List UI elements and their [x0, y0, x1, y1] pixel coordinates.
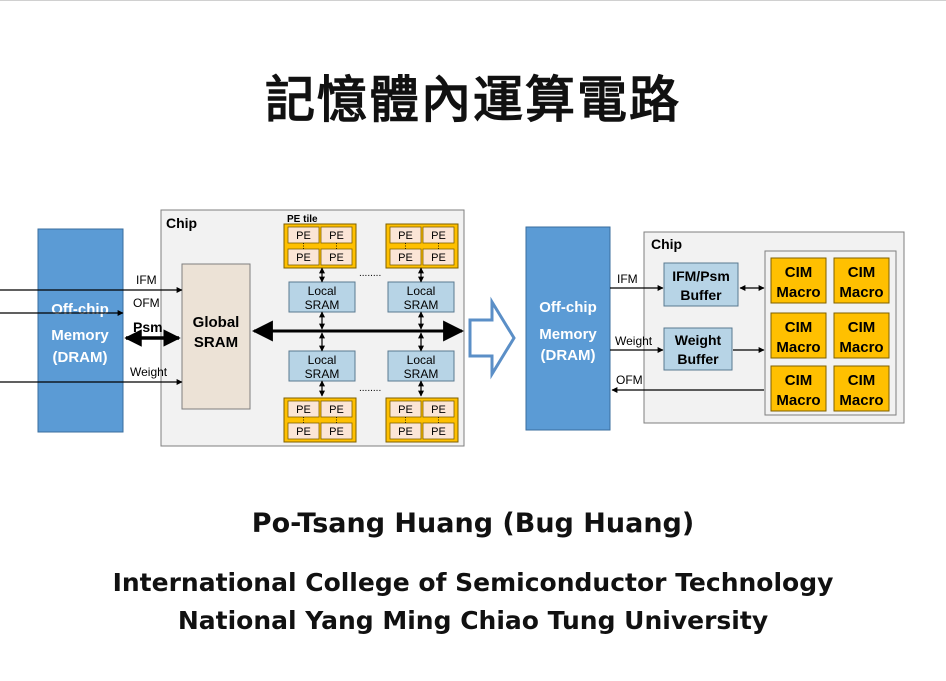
- cim-macro-label-2: Macro: [776, 392, 820, 409]
- affiliation-college: International College of Semiconductor T…: [112, 568, 834, 597]
- pe-cell-label: PE: [431, 252, 446, 264]
- pe-cell-label: PE: [329, 230, 344, 242]
- right-dram-label-2: Memory: [539, 326, 597, 343]
- pe-tile: PE PE PE PE: [283, 223, 357, 269]
- pe-cell-label: PE: [329, 252, 344, 264]
- cim-macro-label-1: CIM: [848, 264, 876, 281]
- left-signal-ofm: OFM: [133, 296, 160, 310]
- left-dram-block: [37, 228, 124, 433]
- pe-cell-label: PE: [329, 426, 344, 438]
- pe-cell-label: PE: [398, 252, 413, 264]
- left-signal-weight: Weight: [130, 365, 168, 379]
- cim-macro: CIM Macro: [833, 312, 890, 359]
- transition-arrow: [468, 296, 516, 380]
- local-sram-top-right: Local SRAM: [387, 281, 455, 313]
- left-dram-label-1: Off-chip: [51, 301, 109, 318]
- pe-cell-label: PE: [431, 230, 446, 242]
- cim-macro-group: CIMMacroCIMMacroCIMMacroCIMMacroCIMMacro…: [770, 257, 890, 412]
- ellipsis-bottom: ........: [359, 383, 381, 394]
- pe-tile-group: PE PE PE PE PE PE PE PE PE PE PE PE PE PE PE PE: [283, 223, 459, 443]
- pe-cell-label: PE: [296, 426, 311, 438]
- cim-macro-label-2: Macro: [776, 339, 820, 356]
- global-sram-label-1: Global: [193, 314, 240, 331]
- right-chip-label: Chip: [651, 236, 682, 252]
- left-dram-label-2: Memory: [51, 327, 109, 344]
- left-signal-ifm: IFM: [136, 273, 157, 287]
- author-name: Po-Tsang Huang (Bug Huang): [251, 508, 695, 539]
- cim-architecture: Off-chip Memory (DRAM) Chip IFM/Psm Buff…: [525, 226, 905, 431]
- cim-macro: CIM Macro: [770, 365, 827, 412]
- ellipsis-top: ........: [359, 268, 381, 279]
- pe-cell-label: PE: [296, 252, 311, 264]
- local-sram-bl-label-1: Local: [308, 353, 337, 367]
- pe-cell-label: PE: [431, 404, 446, 416]
- local-sram-tl-label-1: Local: [308, 284, 337, 298]
- local-sram-bl-label-2: SRAM: [305, 367, 340, 381]
- cim-macro: CIM Macro: [770, 257, 827, 304]
- pe-tile: PE PE PE PE: [283, 397, 357, 443]
- cim-macro-label-1: CIM: [785, 372, 813, 389]
- pe-cell-label: PE: [329, 404, 344, 416]
- cim-macro-label-1: CIM: [785, 264, 813, 281]
- right-signal-ofm: OFM: [616, 373, 643, 387]
- cim-macro-label-2: Macro: [776, 284, 820, 301]
- ifm-psm-buffer-label-2: Buffer: [680, 287, 722, 303]
- right-signal-ifm: IFM: [617, 272, 638, 286]
- cim-macro-label-1: CIM: [848, 372, 876, 389]
- local-sram-br-label-1: Local: [407, 353, 436, 367]
- right-dram-block: [525, 226, 611, 431]
- pe-cell-label: PE: [296, 404, 311, 416]
- pe-cell-label: PE: [398, 404, 413, 416]
- weight-buffer-label-1: Weight: [675, 332, 722, 348]
- pe-tile: PE PE PE PE: [385, 397, 459, 443]
- global-sram-block: [181, 263, 251, 410]
- right-signal-weight: Weight: [615, 334, 653, 348]
- cim-macro-label-2: Macro: [839, 284, 883, 301]
- pe-cell-label: PE: [296, 230, 311, 242]
- left-dram-label-3: (DRAM): [53, 349, 108, 366]
- global-sram-label-2: SRAM: [194, 334, 238, 351]
- weight-buffer-label-2: Buffer: [677, 351, 719, 367]
- right-dram-label-1: Off-chip: [539, 299, 597, 316]
- cim-macro: CIM Macro: [770, 312, 827, 359]
- local-sram-bottom-right: Local SRAM: [387, 350, 455, 382]
- local-sram-top-left: Local SRAM: [288, 281, 356, 313]
- left-chip-label: Chip: [166, 215, 197, 231]
- local-sram-br-label-2: SRAM: [404, 367, 439, 381]
- left-signal-psm: Psm: [133, 319, 163, 335]
- cim-macro-label-2: Macro: [839, 339, 883, 356]
- ifm-psm-buffer: [663, 262, 739, 307]
- slide-title: 記憶體內運算電路: [265, 70, 681, 129]
- cim-macro-label-1: CIM: [848, 319, 876, 336]
- conventional-architecture: Off-chip Memory (DRAM) Chip Global SRAM …: [0, 209, 465, 447]
- pe-cell-label: PE: [398, 426, 413, 438]
- pe-cell-label: PE: [431, 426, 446, 438]
- pe-tile: PE PE PE PE: [385, 223, 459, 269]
- cim-macro-label-1: CIM: [785, 319, 813, 336]
- cim-macro-label-2: Macro: [839, 392, 883, 409]
- weight-buffer: [663, 327, 733, 371]
- affiliation-university: National Yang Ming Chiao Tung University: [177, 606, 769, 635]
- cim-macro: CIM Macro: [833, 365, 890, 412]
- local-sram-bottom-left: Local SRAM: [288, 350, 356, 382]
- top-divider: [0, 0, 946, 1]
- local-sram-tr-label-2: SRAM: [404, 298, 439, 312]
- local-sram-tr-label-1: Local: [407, 284, 436, 298]
- right-dram-label-3: (DRAM): [541, 347, 596, 364]
- cim-macro: CIM Macro: [833, 257, 890, 304]
- pe-cell-label: PE: [398, 230, 413, 242]
- local-sram-tl-label-2: SRAM: [305, 298, 340, 312]
- ifm-psm-buffer-label-1: IFM/Psm: [672, 268, 730, 284]
- pe-tile-label: PE tile: [287, 214, 318, 225]
